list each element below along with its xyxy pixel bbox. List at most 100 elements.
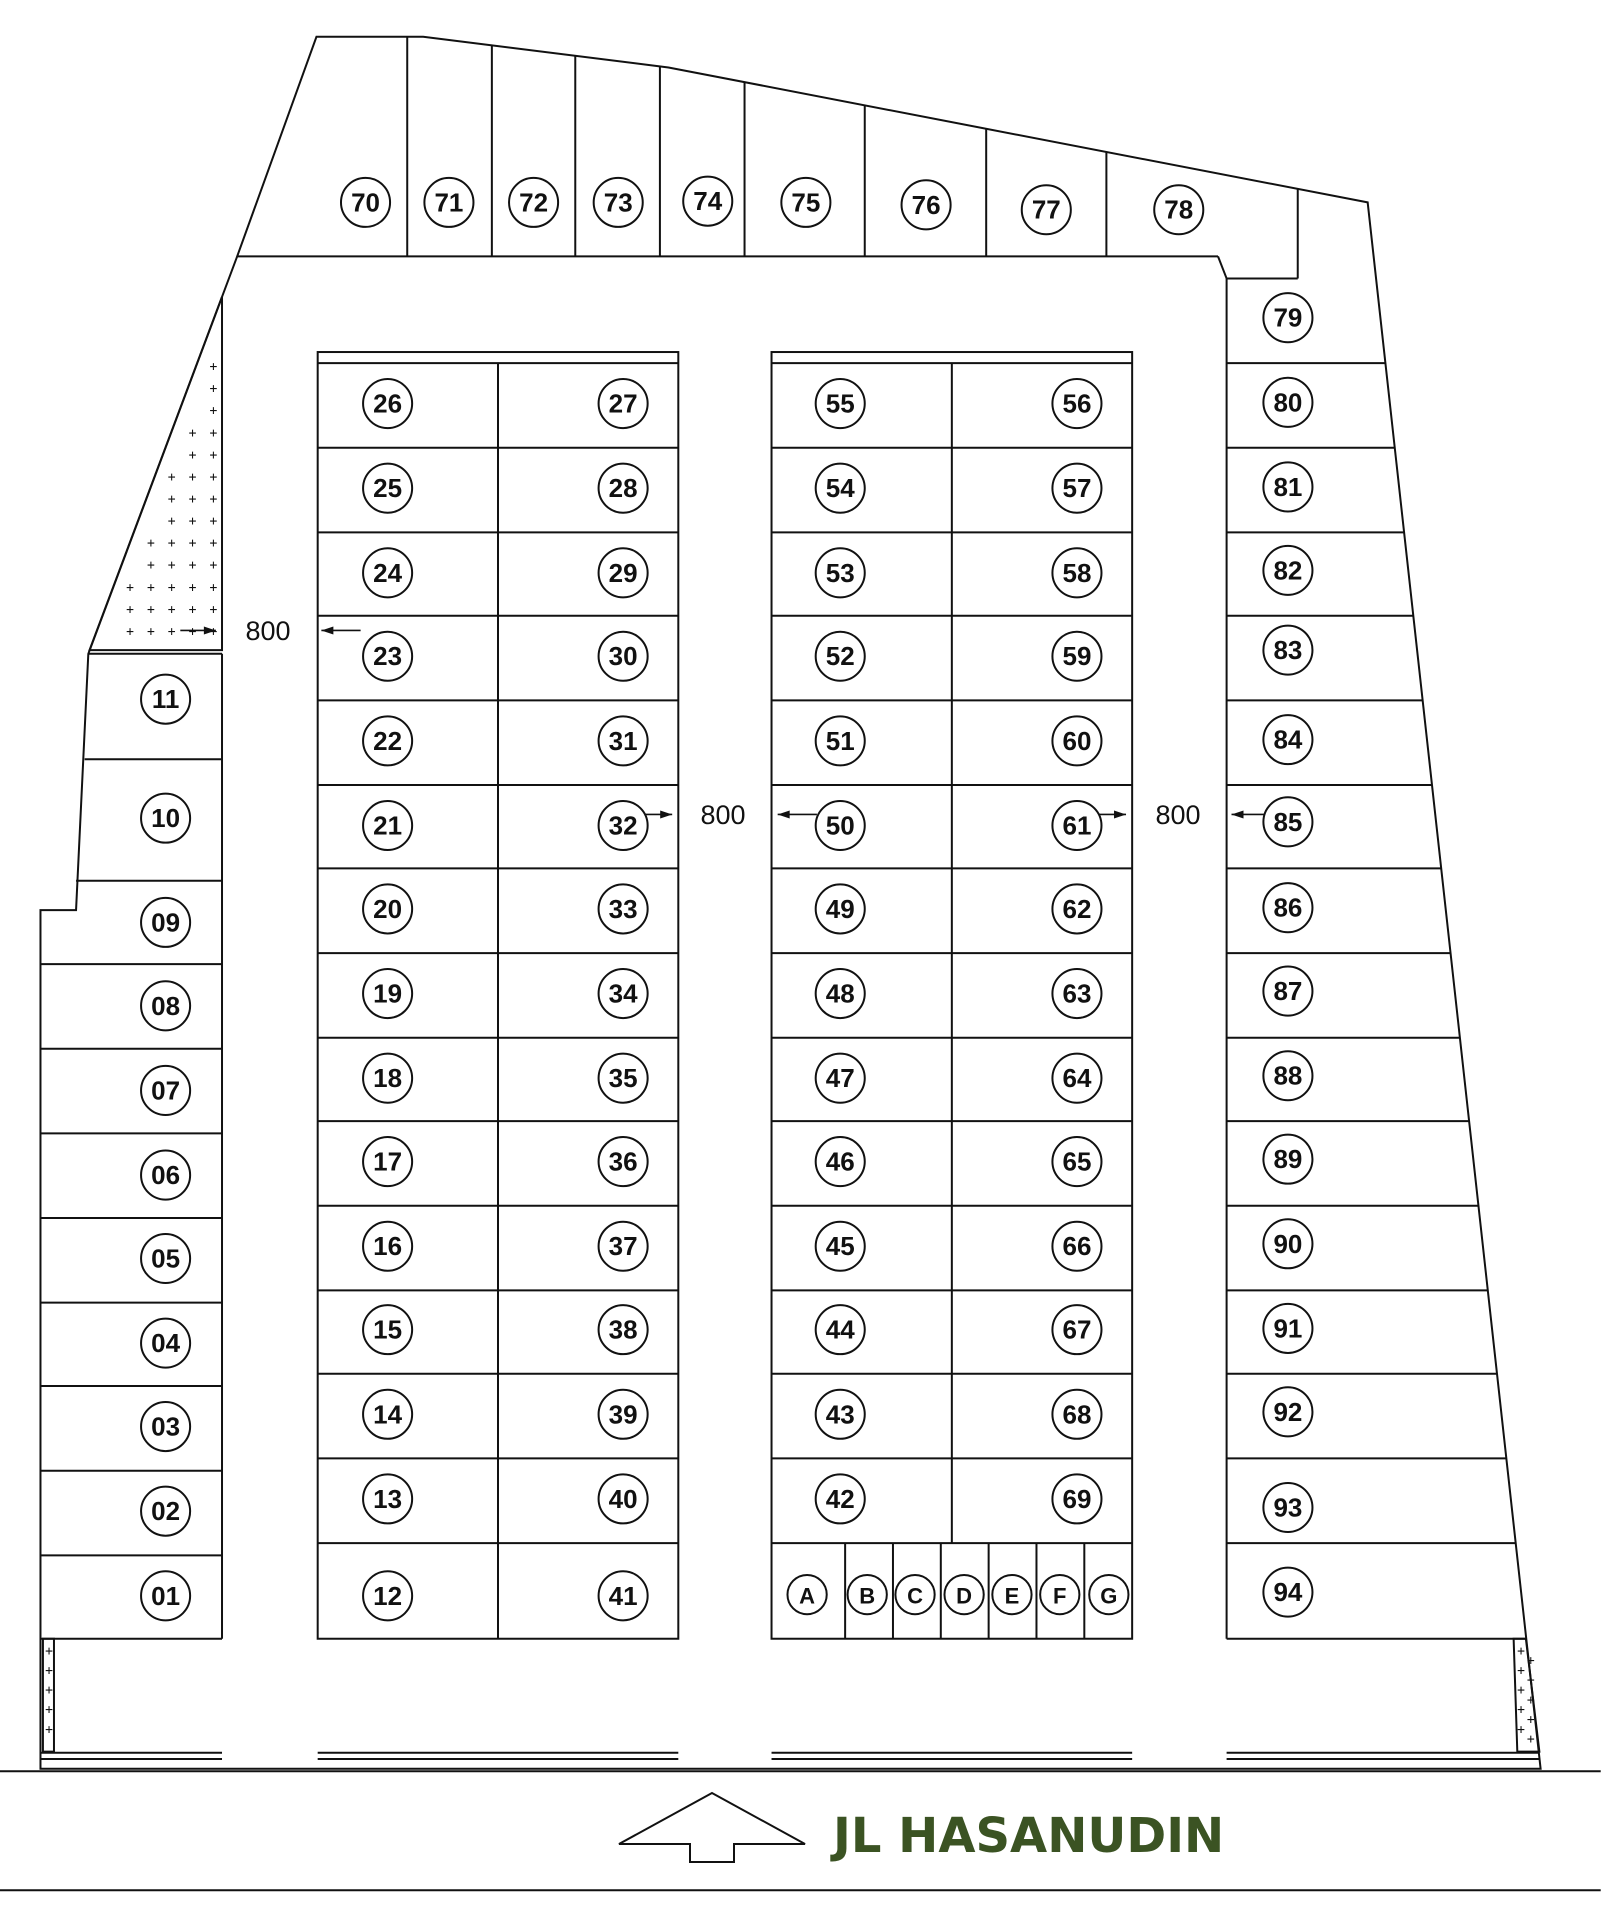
lot-number: 55	[826, 389, 855, 419]
lot-number: 57	[1062, 473, 1091, 503]
lot-07: 07	[140, 1064, 192, 1116]
lot-number-circle	[1262, 461, 1314, 513]
lot-number-circle	[362, 1570, 414, 1622]
lot-number-circle	[894, 1573, 936, 1616]
green-area-plus: +	[189, 426, 197, 441]
shop-B: B	[846, 1573, 888, 1616]
lot-06: 06	[140, 1149, 192, 1201]
lot-number: 78	[1164, 195, 1193, 225]
lot-05: 05	[140, 1232, 192, 1285]
lot-number: 67	[1062, 1315, 1091, 1345]
lot-number-circle	[597, 378, 649, 430]
green-area-plus: +	[210, 514, 218, 529]
lot-55: 55	[814, 378, 866, 430]
lot-number-circle	[1051, 799, 1103, 852]
lot-63: 63	[1051, 968, 1103, 1020]
lot-89: 89	[1262, 1133, 1314, 1185]
up-arrow-icon	[618, 1791, 806, 1863]
lot-12: 12	[362, 1570, 414, 1622]
lot-number-circle	[682, 175, 734, 227]
lot-number: 44	[826, 1315, 855, 1345]
lot-number: 86	[1273, 893, 1302, 923]
green-area-plus: +	[147, 536, 155, 551]
lot-number-circle	[597, 968, 649, 1020]
lot-number: 45	[826, 1231, 855, 1261]
green-area-plus: +	[210, 624, 218, 639]
lot-number-circle	[1262, 1302, 1314, 1354]
lot-44: 44	[814, 1304, 866, 1356]
lot-number: 61	[1062, 811, 1091, 841]
green-area-plus: +	[168, 492, 176, 507]
lot-number-circle	[140, 980, 192, 1032]
lot-number-circle	[1051, 1304, 1103, 1356]
lot-number: 59	[1062, 641, 1091, 671]
lot-number: E	[1005, 1584, 1020, 1609]
shop-G: G	[1088, 1573, 1130, 1616]
lot-29: 29	[597, 547, 649, 599]
lot-number-circle	[362, 1136, 414, 1188]
green-area-plus: +	[210, 580, 218, 595]
lot-93: 93	[1262, 1481, 1314, 1534]
lot-number: 10	[151, 803, 180, 833]
lot-number-circle	[597, 883, 649, 935]
lot-number: 91	[1273, 1313, 1302, 1343]
lot-number-circle	[1262, 714, 1314, 766]
lot-74: 74	[682, 175, 734, 227]
lot-number: 58	[1062, 558, 1091, 588]
lot-81: 81	[1262, 461, 1314, 513]
lot-16: 16	[362, 1220, 414, 1272]
lot-number-circle	[1262, 1566, 1314, 1618]
lot-number: 02	[151, 1496, 180, 1526]
lot-01: 01	[140, 1570, 192, 1622]
block-2	[770, 351, 1134, 1640]
lot-number: 46	[826, 1147, 855, 1177]
lot-number: 21	[373, 811, 402, 841]
lot-09: 09	[140, 896, 192, 948]
lot-number-circle	[140, 1485, 192, 1537]
lot-number: 83	[1273, 635, 1302, 665]
lot-number-circle	[814, 462, 866, 514]
green-area-plus: +	[168, 470, 176, 485]
green-area-plus: +	[1527, 1732, 1535, 1747]
lot-number-circle	[140, 1317, 192, 1369]
lot-number: 92	[1273, 1397, 1302, 1427]
lot-number-circle	[814, 1304, 866, 1356]
dim-arrow-center-a-head	[660, 810, 673, 819]
lot-number-circle	[1262, 1386, 1314, 1438]
lot-number: 52	[826, 641, 855, 671]
lot-number-circle	[1262, 292, 1314, 344]
lot-number: D	[956, 1584, 972, 1609]
lot-08: 08	[140, 980, 192, 1032]
lot-number-circle	[362, 1220, 414, 1272]
lot-83: 83	[1262, 624, 1314, 676]
dim-arrow-west-b-head	[321, 626, 334, 635]
lot-number-circle	[597, 1570, 649, 1622]
lot-number-circle	[1262, 1133, 1314, 1185]
green-area-plus: +	[45, 1683, 53, 1698]
lot-35: 35	[597, 1052, 649, 1104]
lot-27: 27	[597, 378, 649, 430]
lot-76: 76	[900, 179, 952, 231]
lot-number: 34	[609, 979, 638, 1009]
lot-61: 61	[1051, 799, 1103, 852]
lot-23: 23	[362, 630, 414, 682]
green-area-plus: +	[168, 514, 176, 529]
green-area-plus: +	[189, 536, 197, 551]
lot-80: 80	[1262, 376, 1314, 428]
lot-number-circle	[814, 799, 866, 852]
shop-E: E	[991, 1573, 1033, 1616]
lot-number: 19	[373, 979, 402, 1009]
lot-number: 68	[1062, 1399, 1091, 1429]
lot-number-circle	[846, 1573, 888, 1616]
lot-56: 56	[1051, 378, 1103, 430]
lot-68: 68	[1051, 1388, 1103, 1440]
lot-number-circle	[362, 968, 414, 1020]
lot-number: 07	[151, 1075, 180, 1105]
lot-number-circle	[597, 1220, 649, 1272]
lot-03: 03	[140, 1401, 192, 1453]
green-area-plus: +	[168, 558, 176, 573]
lot-number: 80	[1273, 387, 1302, 417]
lot-number: 76	[912, 190, 941, 220]
lot-number: 51	[826, 726, 855, 756]
